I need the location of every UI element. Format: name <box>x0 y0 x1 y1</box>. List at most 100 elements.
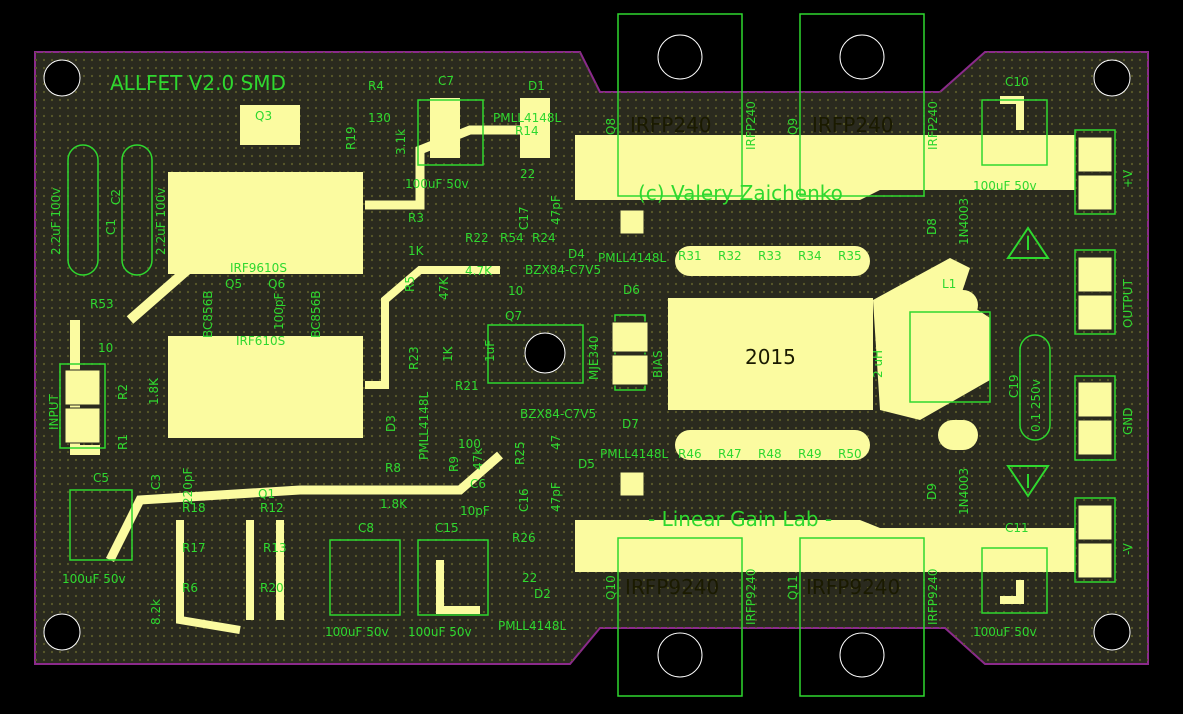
r26-ref: R26 <box>512 531 536 545</box>
r35-ref: R35 <box>838 249 862 263</box>
v100-label: 100 <box>458 437 481 451</box>
c11-value: 100uF 50v <box>973 625 1037 639</box>
q9-part: IRFP240 <box>812 113 894 137</box>
c15-value: 100uF 50v <box>408 625 472 639</box>
c7-ref: C7 <box>438 74 454 88</box>
r50-ref: R50 <box>838 447 862 461</box>
r19-ref: R19 <box>344 126 358 150</box>
r17-ref: R17 <box>182 541 206 555</box>
q10-part: IRFP9240 <box>625 575 719 599</box>
q11-side: IRFP9240 <box>926 568 940 625</box>
q6-ref: Q6 <box>268 277 285 291</box>
q1-ref: Q1 <box>258 487 275 501</box>
r46-ref: R46 <box>678 447 702 461</box>
q10-ref: Q10 <box>604 575 618 600</box>
c17-ref: C17 <box>517 206 531 230</box>
q9-side: IRFP240 <box>926 101 940 150</box>
d7-ref: D7 <box>622 417 639 431</box>
c7-value: 100uF 50v <box>405 177 469 191</box>
v1k-label: 1K <box>441 345 455 362</box>
year-text: 2015 <box>745 345 796 369</box>
q5-ref: Q5 <box>225 277 242 291</box>
r31-ref: R31 <box>678 249 702 263</box>
q11-part: IRFP9240 <box>806 575 900 599</box>
r14-value: 22 <box>520 167 535 181</box>
bzx1-label: BZX84-C7V5 <box>525 263 601 277</box>
r8-ref: R8 <box>385 461 401 475</box>
l1-value: 2 uH <box>871 350 885 378</box>
d1-value: PMLL4148L <box>493 111 562 125</box>
r9-ref: R9 <box>447 456 461 472</box>
r22-ref: R22 <box>465 231 489 245</box>
c5-value: 100uF 50v <box>62 572 126 586</box>
r5-value: 47K <box>437 276 451 300</box>
r49-ref: R49 <box>798 447 822 461</box>
r2-value: 1.8K <box>147 377 161 405</box>
q8-side: IRFP240 <box>744 101 758 150</box>
c16-value: 47pF <box>549 482 563 512</box>
c3-ref: C3 <box>149 474 163 490</box>
v1uf-label: 1uF <box>483 340 497 362</box>
r25-ref: R25 <box>513 441 527 465</box>
r54-ref: R54 <box>500 231 524 245</box>
q11-ref: Q11 <box>786 575 800 600</box>
output-label: OUTPUT <box>1121 278 1135 328</box>
r16-value: 3.1k <box>394 129 408 155</box>
d8-value: 1N4003 <box>957 198 971 245</box>
r4-ref: R4 <box>368 79 384 93</box>
r53-value: 10 <box>98 341 113 355</box>
d8-ref: D8 <box>925 218 939 235</box>
c16-ref: C16 <box>517 488 531 512</box>
bias-label: BIAS <box>651 350 665 378</box>
c6-value: 10pF <box>460 504 490 518</box>
r23-ref: R23 <box>407 346 421 370</box>
q8-ref: Q8 <box>604 118 618 135</box>
bc856b-label: BC856B <box>309 290 323 338</box>
r47-ref: R47 <box>718 447 742 461</box>
r20-ref: R20 <box>260 581 284 595</box>
neg-label: -V <box>1121 542 1135 555</box>
mounting-holes <box>43 59 1131 651</box>
r53-ref: R53 <box>90 297 114 311</box>
r13-ref: R13 <box>263 541 287 555</box>
r5-ref: R5 <box>403 276 417 292</box>
transistor-outlines <box>59 13 1116 697</box>
d2-value: PMLL4148L <box>498 619 567 633</box>
c8-value: 100uF 50v <box>325 625 389 639</box>
c2-ref: C2 <box>109 189 123 205</box>
r2-ref: R2 <box>116 384 130 400</box>
silkscreen-text: ALLFET V2.0 SMD (c) Valery Zaichenko - L… <box>47 71 1135 639</box>
r47k-value: 47k <box>471 448 485 470</box>
pos-label: +V <box>1121 169 1135 188</box>
c15-ref: C15 <box>435 521 459 535</box>
warning-icon <box>1006 226 1050 498</box>
r3-value: 1K <box>408 244 425 258</box>
copper-traces <box>70 96 1075 634</box>
c1-ref: C1 <box>104 219 118 235</box>
r1-ref: R1 <box>116 434 130 450</box>
c5-ref: C5 <box>93 471 109 485</box>
d5-value: PMLL4148L <box>600 447 669 461</box>
r47-value: 47 <box>549 435 563 450</box>
q7-ref: Q7 <box>505 309 522 323</box>
d4-value: PMLL4148L <box>598 251 667 265</box>
v82-label: 8.2k <box>149 599 163 625</box>
d6-ref: D6 <box>623 283 640 297</box>
irf9610-label: IRF9610S <box>230 261 287 275</box>
r24-ref: R24 <box>532 231 556 245</box>
c14-value: 100pF <box>272 292 286 330</box>
r18-ref: R18 <box>182 501 206 515</box>
q9-ref: Q9 <box>786 118 800 135</box>
r34-ref: R34 <box>798 249 822 263</box>
r4-value: 130 <box>368 111 391 125</box>
bzx2-label: BZX84-C7V5 <box>520 407 596 421</box>
gnd-label: GND <box>1121 407 1135 435</box>
r12-ref: R12 <box>260 501 284 515</box>
c6-ref: C6 <box>470 477 486 491</box>
q8-part: IRFP240 <box>630 113 712 137</box>
l1-ref: L1 <box>942 277 956 291</box>
c2-value: 2.2uF 100v <box>154 188 168 255</box>
d4-ref: D4 <box>568 247 585 261</box>
c1-value: 2.2uF 100v <box>49 188 63 255</box>
